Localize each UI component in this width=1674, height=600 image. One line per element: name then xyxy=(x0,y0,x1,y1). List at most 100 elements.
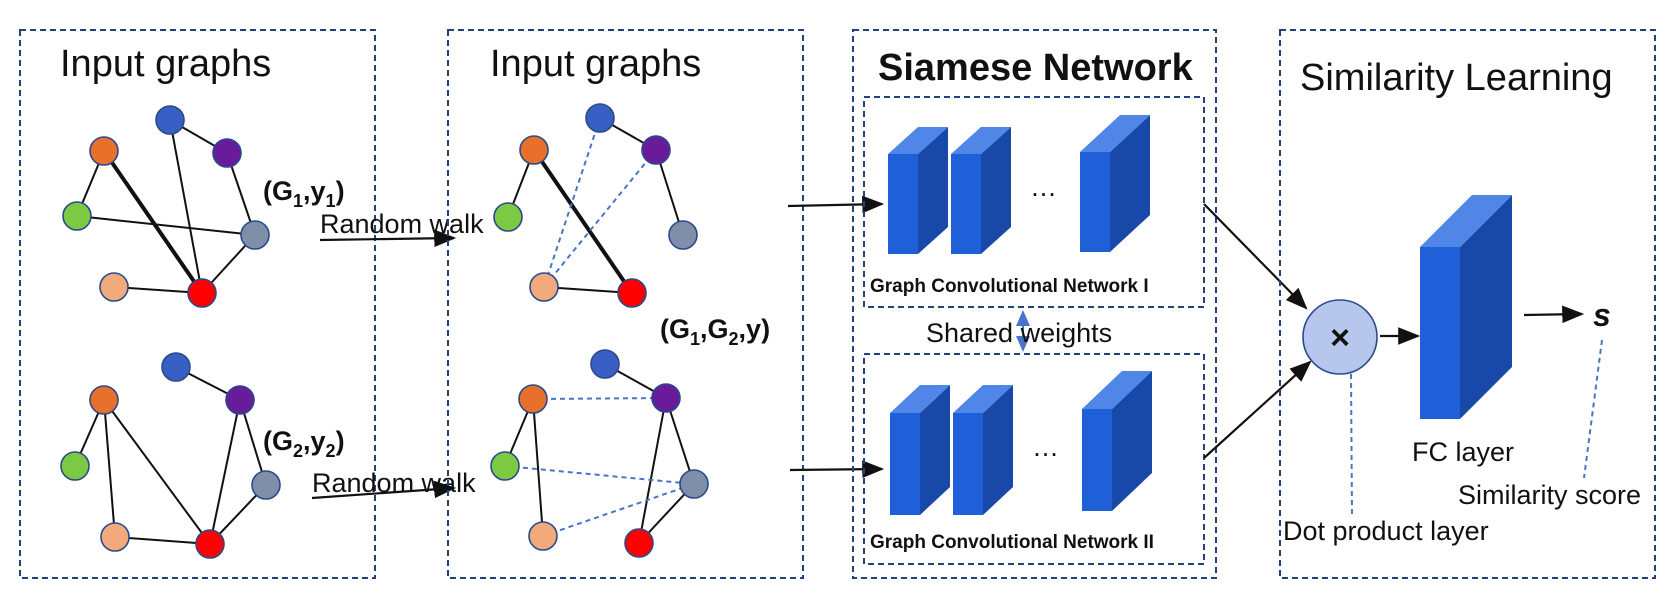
gcn-2-layer xyxy=(953,385,1013,515)
similarity-learning-panel: Similarity Learning × s FC layer Similar… xyxy=(1279,29,1656,579)
fc-layer-block xyxy=(1420,195,1512,419)
graph-node xyxy=(251,470,281,500)
random-walk-arrow-2 xyxy=(311,480,457,500)
graph-node xyxy=(668,220,698,250)
similarity-score-label: Similarity score xyxy=(1458,480,1641,510)
layer-top-face xyxy=(890,385,950,413)
layer-front-face xyxy=(1420,247,1460,419)
similarity-learning-title: Similarity Learning xyxy=(1300,57,1613,99)
graph-node xyxy=(195,529,225,559)
similarity-score-symbol: s xyxy=(1593,297,1611,333)
siamese-network-title: Siamese Network xyxy=(878,47,1194,89)
layer-top-face xyxy=(951,127,1011,154)
graph-node xyxy=(99,272,129,302)
layer-side-face xyxy=(918,127,948,254)
graph-edge xyxy=(655,149,684,236)
graph-edge xyxy=(665,397,695,485)
graph-node xyxy=(490,451,520,481)
score-leader-line xyxy=(1583,339,1603,479)
gcn-1-layer xyxy=(888,127,948,254)
dot-product-leader-line xyxy=(1350,373,1353,517)
input-graphs-panel-border xyxy=(19,29,376,579)
graph-node xyxy=(518,384,548,414)
similarity-panel-border xyxy=(1279,29,1656,579)
fc-output-arrow xyxy=(1523,305,1585,324)
gcn-1-layer xyxy=(1080,115,1150,252)
gcn-2-label: Graph Convolutional Network II xyxy=(870,532,1154,553)
graph-node xyxy=(493,202,523,232)
layer-side-face xyxy=(1460,195,1512,419)
gcn-1-box xyxy=(863,96,1205,308)
graph-node xyxy=(519,135,549,165)
graph-node xyxy=(529,272,559,302)
gcn-2-input-arrow xyxy=(789,460,885,479)
gcn-1-label: Graph Convolutional Network I xyxy=(870,276,1149,297)
layer-top-face xyxy=(953,385,1013,413)
graph-edge xyxy=(209,399,241,545)
layer-top-face xyxy=(1080,115,1150,152)
siamese-panel-border xyxy=(852,29,1217,579)
gcn-2: … Graph Convolutional Network II xyxy=(863,353,1205,565)
graph-node xyxy=(62,201,92,231)
multiply-icon: × xyxy=(1330,319,1350,357)
shared-weights-label: Shared weights xyxy=(926,318,1112,348)
graph-edge xyxy=(169,119,203,294)
gcn-2-layer xyxy=(890,385,950,515)
graph-1-pair-label: (G1,y1) xyxy=(263,176,345,211)
graph-node xyxy=(590,349,620,379)
random-walk-edge xyxy=(542,483,695,537)
random-walk-arrow-1 xyxy=(319,229,457,248)
graph-node xyxy=(624,528,654,558)
gcn-1: … Graph Convolutional Network I xyxy=(863,96,1205,308)
random-walk-label-1: Random walk xyxy=(320,209,484,239)
graph-edge-bold xyxy=(532,148,634,295)
random-walk-label-2: Random walk xyxy=(312,468,476,498)
graph-node xyxy=(585,103,615,133)
graph-node xyxy=(212,138,242,168)
walked-graph-2 xyxy=(490,349,709,558)
fc-layer-label: FC layer xyxy=(1412,437,1514,467)
layer-side-face xyxy=(920,385,950,515)
layer-front-face xyxy=(1082,409,1112,511)
graph-node xyxy=(161,352,191,382)
gcn-1-input-arrow xyxy=(787,195,885,214)
layer-front-face xyxy=(951,154,981,254)
graph-pair-label: (G1,G2,y) xyxy=(660,314,770,349)
graph-node xyxy=(89,136,119,166)
graph-node xyxy=(679,469,709,499)
dot-product-circle xyxy=(1302,299,1378,375)
gcn-2-output-arrow xyxy=(1203,360,1312,459)
layer-top-face xyxy=(1420,195,1512,247)
gcn-1-ellipsis: … xyxy=(1030,172,1057,202)
layer-side-face xyxy=(1112,371,1152,511)
graph-node xyxy=(641,135,671,165)
graph-edge xyxy=(103,399,211,545)
random-walk-panel-border xyxy=(447,29,804,579)
graph-1 xyxy=(62,105,270,308)
gcn-1-output-arrow xyxy=(1203,203,1308,310)
layer-side-face xyxy=(1110,115,1150,252)
graph-edge-bold xyxy=(102,149,204,295)
gcn-1-layer xyxy=(951,127,1011,254)
graph-edge xyxy=(76,215,256,236)
random-walk-edge xyxy=(543,149,657,288)
layer-front-face xyxy=(953,413,983,515)
graph-node xyxy=(89,385,119,415)
graph-node xyxy=(155,105,185,135)
random-walk-graphs-panel: Input graphs xyxy=(447,29,804,579)
random-walk-panel-title: Input graphs xyxy=(490,43,701,85)
random-walk-edge xyxy=(504,465,695,485)
layer-side-face xyxy=(983,385,1013,515)
layer-front-face xyxy=(1080,152,1110,252)
graph-node xyxy=(187,278,217,308)
siamese-network-panel: Siamese Network … Graph Convolutional Ne… xyxy=(852,29,1217,579)
graph-edge xyxy=(638,397,667,544)
input-graphs-title: Input graphs xyxy=(60,43,271,85)
graph-node xyxy=(528,521,558,551)
dot-product-label: Dot product layer xyxy=(1283,516,1489,546)
graph-node xyxy=(225,385,255,415)
graph-node xyxy=(617,278,647,308)
input-graphs-panel: Input graphs (G1,y1) xyxy=(19,29,376,579)
layer-top-face xyxy=(888,127,948,154)
